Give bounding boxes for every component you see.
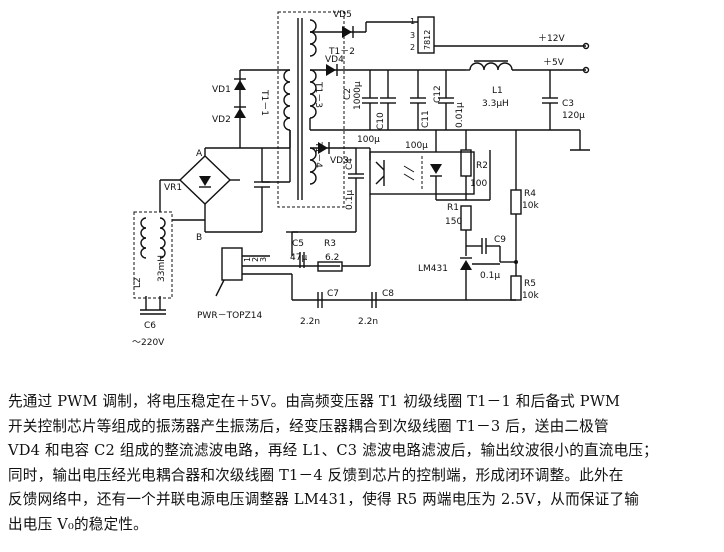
- caption-line: 先通过 PWM 调制，将电压稳定在＋5V。由高频变压器 T1 初级线圈 T1－1…: [8, 393, 621, 410]
- vr1-label: VR1: [164, 183, 182, 193]
- c4-label: C4: [345, 158, 355, 170]
- r2-value: 100: [470, 179, 487, 189]
- c9-label: C9: [494, 235, 506, 245]
- c3-label: C3: [562, 99, 574, 109]
- bridge-diode: [199, 176, 211, 186]
- vd5-diode: [342, 26, 352, 38]
- r4-resistor: [510, 189, 522, 215]
- l2-coil: [159, 217, 166, 259]
- r1-resistor: [460, 205, 472, 231]
- output-5v-terminal: [582, 66, 590, 74]
- caption-line: 出电压 V₀的稳定性。: [8, 515, 148, 533]
- l2-choke-enclosure: [133, 211, 173, 299]
- c4-value: 0.1μ: [345, 190, 355, 210]
- circuit-schematic: T1－1 T1－3 T1－4 T1－2 VD5 7812 1 3 2 ＋12V …: [132, 10, 590, 348]
- c9-value: 0.1μ: [480, 271, 500, 281]
- regulator-7812: [417, 16, 435, 54]
- regulator-label: 7812: [423, 30, 432, 50]
- c11-label: C11: [421, 110, 431, 128]
- c10-value: 100μ: [357, 135, 380, 145]
- t1-2-label: T1－2: [328, 47, 355, 57]
- t1-4-label: T1－4: [313, 141, 323, 168]
- c7-value: 2.2n: [300, 317, 320, 327]
- r4-label: R4: [524, 189, 536, 199]
- caption-line: 开关控制芯片等组成的振荡器产生振荡后，经变压器耦合到次级线圈 T1－3 后，送由…: [8, 417, 609, 435]
- r3-label: R3: [324, 239, 336, 249]
- transformer-enclosure: [277, 11, 345, 208]
- c7-label: C7: [327, 289, 339, 299]
- vd5-label: VD5: [333, 10, 352, 20]
- r5-value: 10k: [522, 291, 539, 301]
- l2-label: L2: [133, 277, 143, 288]
- l1-inductor: [469, 62, 513, 71]
- output-5v-label: ＋5V: [543, 57, 565, 68]
- vd3-label: VD3: [330, 156, 349, 166]
- vd4-diode: [326, 64, 336, 76]
- c11-value: 100μ: [405, 141, 428, 151]
- light-arrow: [403, 165, 415, 173]
- r5-label: R5: [524, 279, 536, 289]
- opto-led: [430, 164, 442, 174]
- optocoupler: [369, 151, 475, 195]
- output-12v-terminal: [582, 42, 590, 50]
- chip-pin: 1: [243, 257, 252, 262]
- c12-value: 0.01μ: [455, 102, 465, 128]
- c3-value: 120μ: [562, 111, 585, 121]
- vd1-diode: [234, 80, 246, 90]
- c2-value: 1000μ: [353, 81, 363, 110]
- chip-pin: 2: [251, 257, 260, 262]
- lm431-label: LM431: [418, 264, 448, 274]
- output-12v-label: ＋12V: [538, 33, 565, 44]
- chip-pin: 3: [259, 257, 268, 262]
- regulator-pin: 3: [410, 31, 415, 40]
- pwr-pointer: [215, 279, 225, 297]
- node-b-label: B: [196, 233, 202, 243]
- t1-1-label: T1－1: [259, 89, 269, 116]
- pwr-label: PWR－TOPZ14: [197, 311, 262, 321]
- c12-label: C12: [433, 85, 443, 103]
- c10-label: C10: [376, 112, 386, 130]
- r1-value: 150: [445, 217, 462, 227]
- r2-label: R2: [476, 161, 488, 171]
- vd4-label: VD4: [325, 55, 344, 65]
- c2-label: C2: [343, 88, 353, 100]
- r1-label: R1: [447, 203, 459, 213]
- l1-label: L1: [492, 86, 503, 96]
- caption-line: 反馈网络中，还有一个并联电源电压调整器 LM431，使得 R5 两端电压为 2.…: [8, 491, 640, 508]
- node-a-label: A: [196, 149, 203, 159]
- l2-value: 33mH: [157, 255, 167, 282]
- t1-3-coil: [309, 69, 317, 119]
- t1-3-label: T1－3: [313, 81, 323, 108]
- l1-value: 3.3μH: [482, 99, 509, 109]
- c8-label: C8: [382, 289, 394, 299]
- c6-label: C6: [144, 321, 156, 331]
- caption-paragraph: 先通过 PWM 调制，将电压稳定在＋5V。由高频变压器 T1 初级线圈 T1－1…: [8, 390, 716, 537]
- caption-line: 同时，输出电压经光电耦合器和次级线圈 T1－4 反馈到芯片的控制端，形成闭环调整…: [8, 466, 624, 484]
- t1-4-coil: [309, 147, 317, 185]
- ac-input-label: ～220V: [132, 338, 165, 348]
- l2-coil: [140, 217, 147, 259]
- vd3-diode: [318, 142, 328, 154]
- t1-2-coil: [309, 19, 317, 57]
- c8-value: 2.2n: [358, 317, 378, 327]
- topz14-chip: [221, 247, 243, 281]
- phototransistor-lead: [375, 161, 385, 171]
- vd1-label: VD1: [212, 85, 231, 95]
- lm431-regulator: [460, 260, 472, 270]
- r5-resistor: [510, 275, 522, 301]
- c5-label: C5: [292, 239, 304, 249]
- c5-value: 47μ: [290, 253, 307, 263]
- light-arrow: [403, 173, 415, 181]
- caption-line: VD4 和电容 C2 组成的整流滤波电路，再经 L1、C3 滤波电路滤波后，输出…: [8, 442, 658, 459]
- r2-resistor: [460, 149, 472, 177]
- t1-1-primary-coil: [283, 69, 291, 131]
- r4-value: 10k: [522, 201, 539, 211]
- r3-value: 6.2: [325, 253, 339, 263]
- regulator-pin: 2: [410, 43, 415, 52]
- vd2-diode: [234, 108, 246, 118]
- phototransistor-lead: [375, 175, 385, 185]
- vd2-label: VD2: [212, 115, 231, 125]
